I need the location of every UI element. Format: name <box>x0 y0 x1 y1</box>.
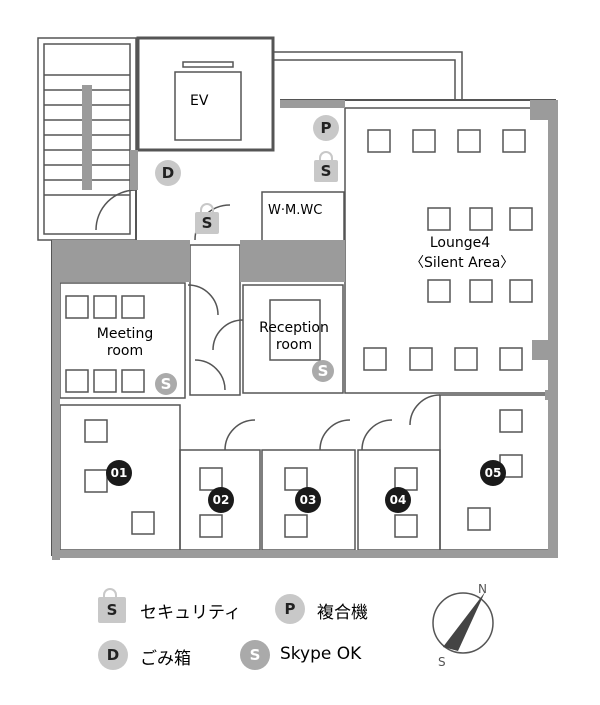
legend-trash-label: ごみ箱 <box>140 649 191 669</box>
reception-room-area <box>242 284 344 394</box>
meeting-label-line2: room <box>106 343 144 359</box>
legend-skype-label: Skype OK <box>280 644 362 664</box>
security-lock-icon: S <box>314 151 338 182</box>
room-badge-01: 01 <box>106 460 132 486</box>
compass-north-label: N <box>478 582 487 596</box>
reception-label-line1: Reception <box>259 320 329 336</box>
skype-icon: S <box>155 373 177 395</box>
room-badge-04: 04 <box>385 487 411 513</box>
room-badge-05: 05 <box>480 460 506 486</box>
lounge-name: Lounge4 <box>429 235 491 251</box>
meeting-room-label: Meeting room <box>80 326 170 360</box>
elevator-shaft <box>136 36 275 152</box>
reception-label-line2: room <box>275 337 313 353</box>
walls <box>52 100 558 560</box>
legend-trash-icon: D <box>98 640 128 670</box>
wc-label: W·M.WC <box>268 203 323 218</box>
meeting-label-line1: Meeting <box>96 326 154 342</box>
ev-label: EV <box>190 93 209 109</box>
trash-marker-icon: D <box>155 160 181 186</box>
legend-security-icon: S <box>98 588 126 623</box>
security-lock-icon: S <box>195 203 219 234</box>
reception-room-label: Reception room <box>245 320 343 354</box>
legend-security-label: セキュリティ <box>140 603 241 623</box>
room-badge-02: 02 <box>208 487 234 513</box>
legend-skype-icon: S <box>240 640 270 670</box>
compass-south-label: S <box>438 655 446 669</box>
room-badge-03: 03 <box>295 487 321 513</box>
lounge-subtitle: 〈Silent Area〉 <box>410 255 515 271</box>
elevator-car <box>174 71 242 141</box>
lounge-label: Lounge4 〈Silent Area〉 <box>410 233 515 273</box>
furniture <box>65 129 533 538</box>
printer-marker-icon: P <box>313 115 339 141</box>
skype-icon: S <box>312 360 334 382</box>
legend-printer-label: 複合機 <box>317 603 368 623</box>
compass <box>432 592 494 654</box>
legend-printer-icon: P <box>275 594 305 624</box>
